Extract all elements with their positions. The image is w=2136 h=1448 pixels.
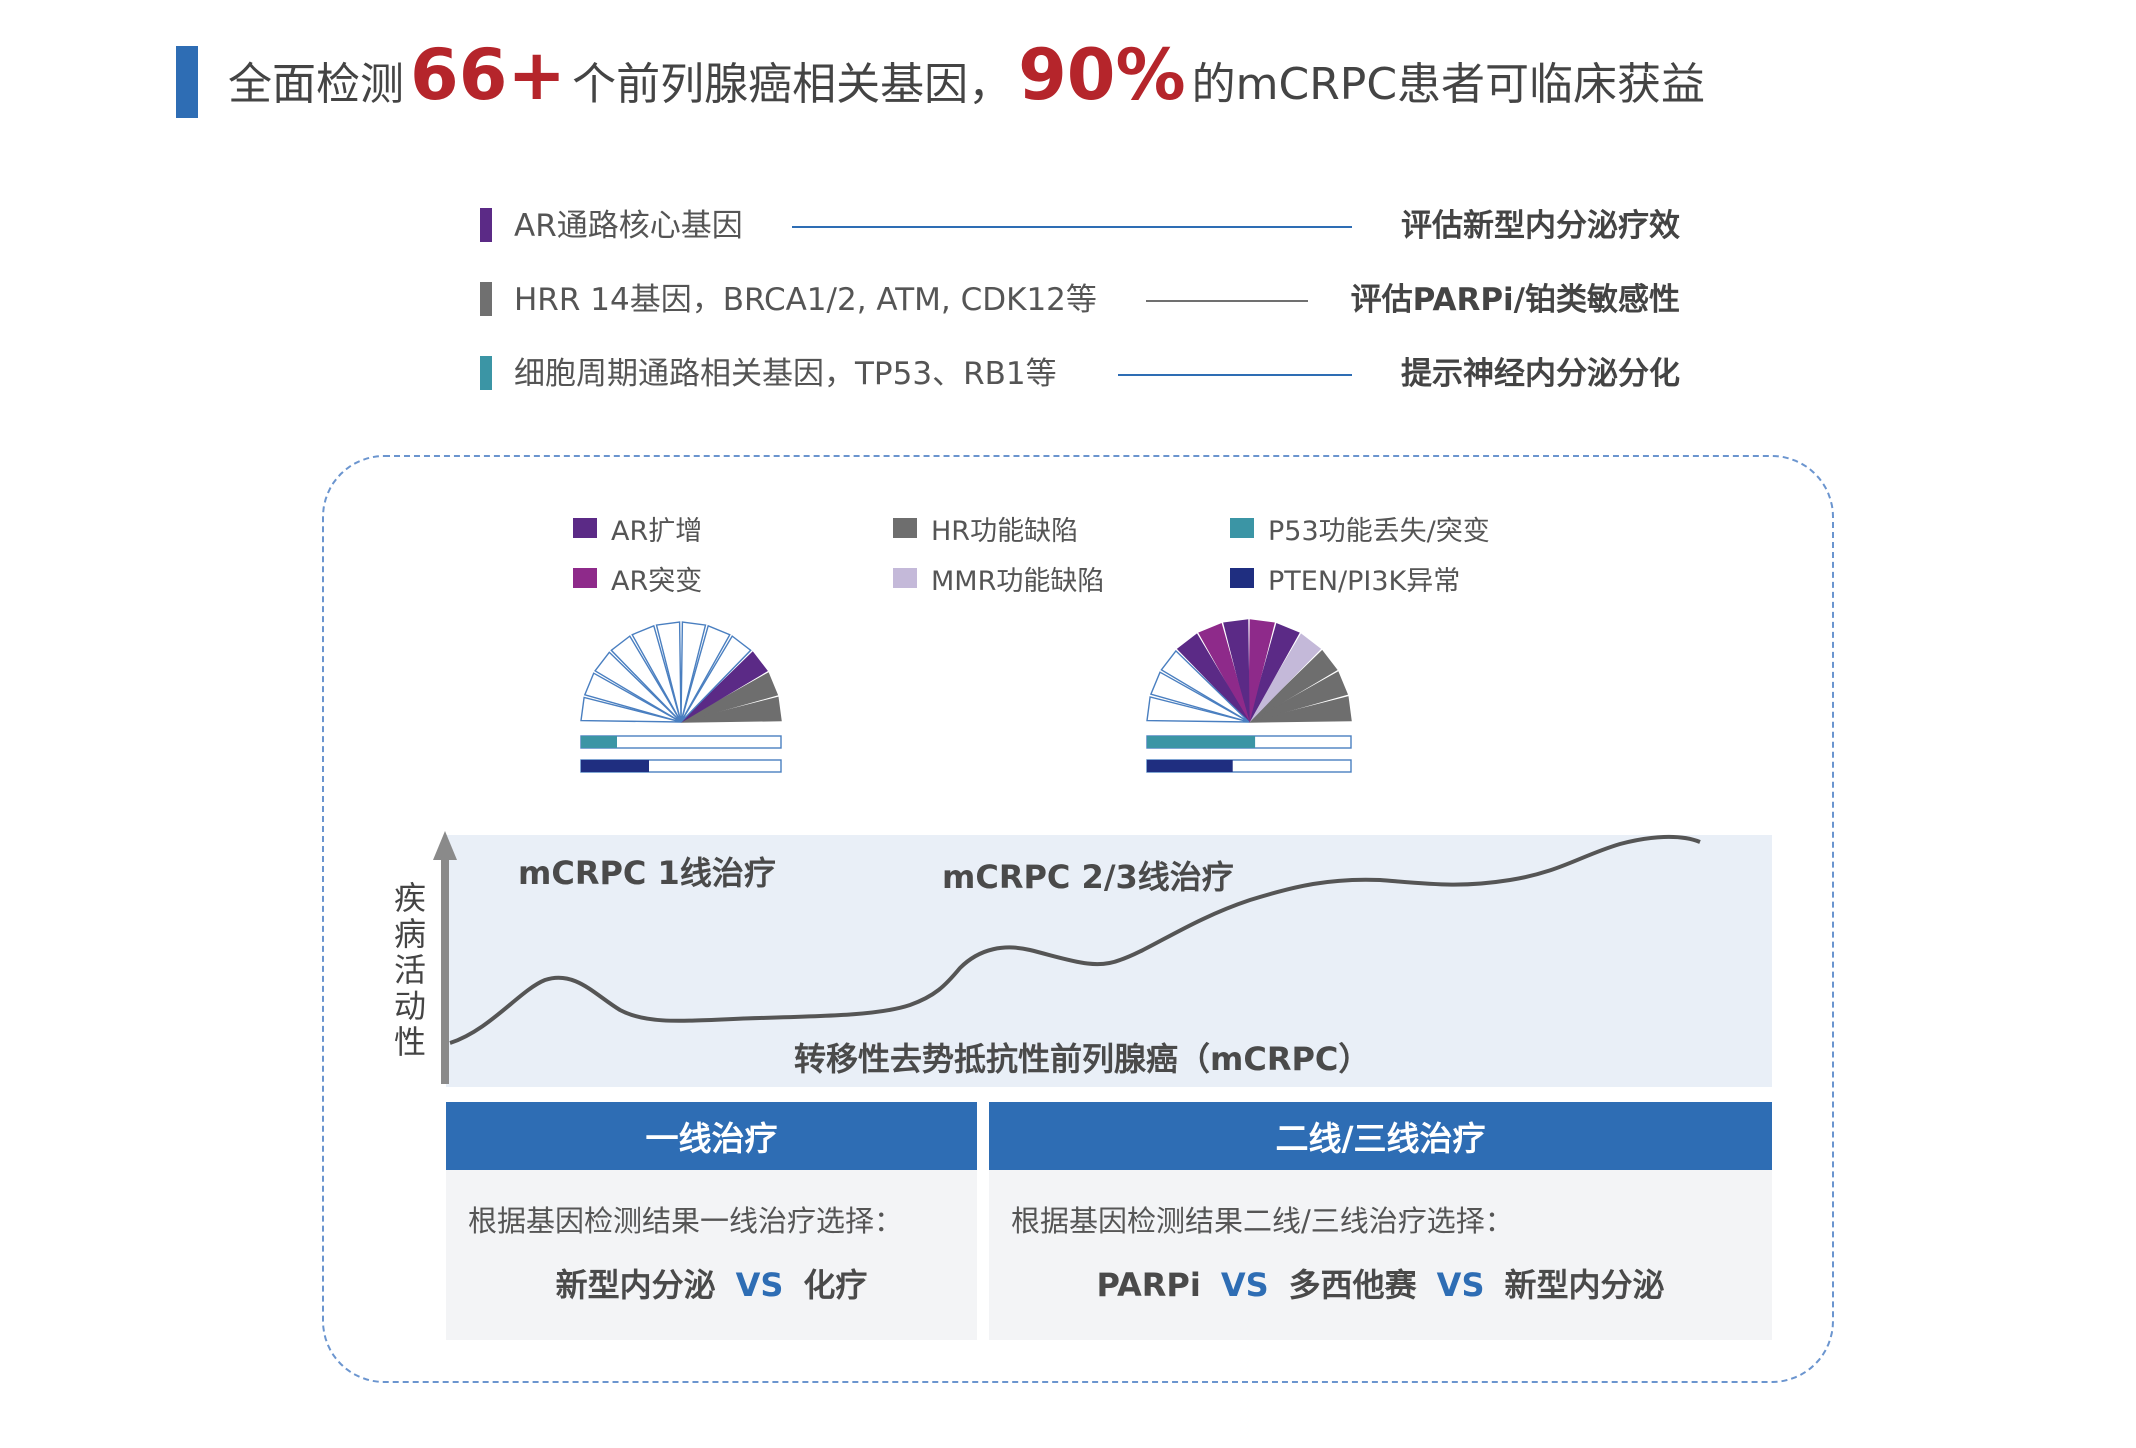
legend-item-hr: HR功能缺陷 (893, 508, 1078, 548)
content-panel (322, 455, 1834, 1383)
fan-wedge (680, 696, 782, 723)
fan-wedge (1248, 619, 1275, 723)
legend-item-ar-mut: AR突变 (573, 558, 702, 598)
first-line-options: 新型内分泌 VS 化疗 (446, 1260, 977, 1306)
gene-row-ar: AR通路核心基因 评估新型内分泌疗效 (480, 204, 1680, 248)
y-axis-arrowhead (433, 831, 457, 860)
legend-swatch (573, 518, 597, 538)
vs-label: VS (1436, 1266, 1485, 1304)
fan-wedge (1198, 622, 1250, 723)
vs-label: VS (1220, 1266, 1269, 1304)
gene-row-result: 提示神经内分泌分化 (1401, 356, 1680, 392)
disease-activity-curve (449, 834, 1701, 1045)
vs-label: VS (735, 1266, 784, 1304)
title-accent-bar (176, 46, 198, 118)
gene-row-marker (480, 208, 492, 242)
second-line-options: PARPi VS 多西他赛 VS 新型内分泌 (989, 1260, 1772, 1306)
legend-label: MMR功能缺陷 (931, 565, 1105, 597)
connector-line (1118, 374, 1352, 376)
gene-row-label: AR通路核心基因 (514, 208, 743, 244)
disease-label: 转移性去势抵抗性前列腺癌（mCRPC） (794, 1040, 1371, 1078)
gene-row-marker (480, 282, 492, 316)
page-title: 全面检测 66+ 个前列腺癌相关基因， 90% 的mCRPC患者可临床获益 (228, 34, 1705, 124)
fan-wedge (680, 624, 731, 723)
gene-row-marker (480, 356, 492, 390)
fan-wedge (1248, 649, 1338, 723)
legend-label: PTEN/PI3K异常 (1268, 565, 1461, 597)
second-line-header: 二线/三线治疗 (989, 1102, 1772, 1170)
fan-wedge (1146, 696, 1250, 723)
fan-wedge (594, 651, 682, 723)
title-part1: 全面检测 (228, 59, 404, 110)
p53-bar-fill (1147, 736, 1256, 748)
fan-wedge (680, 651, 768, 723)
legend-swatch (893, 518, 917, 538)
first-line-header: 一线治疗 (446, 1102, 977, 1170)
title-number-genes: 66+ (410, 34, 567, 116)
option-chemo: 化疗 (803, 1266, 868, 1304)
legend-item-pten: PTEN/PI3K异常 (1230, 558, 1460, 598)
second-line-panel: 根据基因检测结果二线/三线治疗选择： PARPi VS 多西他赛 VS 新型内分泌 (989, 1170, 1772, 1340)
fan-wedge (1248, 633, 1322, 723)
fan-wedge (1160, 649, 1250, 723)
legend-label: P53功能丢失/突变 (1268, 515, 1490, 547)
first-line-desc: 根据基因检测结果一线治疗选择： (468, 1204, 904, 1238)
connector-line (792, 226, 1352, 228)
fan-wedge (680, 672, 779, 723)
pten-bar-fill (1147, 760, 1233, 772)
gene-row-label: HRR 14基因，BRCA1/2, ATM, CDK12等 (514, 282, 1097, 318)
fan-wedge (1176, 633, 1250, 723)
option-docetaxel: 多西他赛 (1288, 1266, 1417, 1304)
disease-activity-graph (433, 831, 1701, 1084)
second-line-desc: 根据基因检测结果二线/三线治疗选择： (1011, 1204, 1514, 1238)
title-part3: 的mCRPC患者可临床获益 (1191, 59, 1706, 110)
legend-swatch (1230, 518, 1254, 538)
fan-wedge (631, 624, 682, 723)
fan-wedge (1248, 696, 1352, 723)
legend-swatch (573, 568, 597, 588)
p53-bar-fill (581, 736, 617, 748)
fan-wedge (610, 635, 682, 723)
title-number-percent: 90% (1018, 34, 1186, 116)
fan-wedge (680, 621, 707, 723)
title-part2: 个前列腺癌相关基因， (572, 59, 1013, 110)
legend-label: HR功能缺陷 (931, 515, 1079, 547)
stage2-label: mCRPC 2/3线治疗 (942, 858, 1234, 896)
disease-chart-area (446, 835, 1772, 1087)
y-axis-label: 疾病活动性 (393, 879, 426, 1061)
gene-row-result: 评估新型内分泌疗效 (1401, 208, 1680, 244)
fan-wedge (1223, 619, 1250, 723)
fan-wedge (1248, 622, 1300, 723)
gene-row-hrr: HRR 14基因，BRCA1/2, ATM, CDK12等 评估PARPi/铂类… (480, 278, 1680, 322)
gene-row-cell-cycle: 细胞周期通路相关基因，TP53、RB1等 提示神经内分泌分化 (480, 352, 1680, 396)
legend-item-ar-amp: AR扩增 (573, 508, 702, 548)
first-line-panel: 根据基因检测结果一线治疗选择： 新型内分泌 VS 化疗 (446, 1170, 977, 1340)
gene-row-label: 细胞周期通路相关基因，TP53、RB1等 (514, 356, 1057, 392)
legend-label: AR突变 (611, 565, 703, 597)
mutation-fan-graphics (580, 619, 1352, 773)
legend-swatch (893, 568, 917, 588)
legend-item-mmr: MMR功能缺陷 (893, 558, 1104, 598)
option-endocrine: 新型内分泌 (1504, 1266, 1665, 1304)
legend-label: AR扩增 (611, 515, 703, 547)
stage1-label: mCRPC 1线治疗 (518, 854, 776, 892)
fan-wedge (1149, 671, 1250, 723)
fan-wedge (655, 621, 682, 723)
legend-item-p53: P53功能丢失/突变 (1230, 508, 1490, 548)
fan-wedge (1248, 671, 1349, 723)
pten-bar-fill (581, 760, 649, 772)
gene-row-result: 评估PARPi/铂类敏感性 (1350, 282, 1680, 318)
connector-line (1146, 300, 1308, 302)
legend-swatch (1230, 568, 1254, 588)
y-axis-arrow (441, 858, 449, 1084)
option-parpi: PARPi (1096, 1266, 1201, 1304)
option-endocrine: 新型内分泌 (555, 1266, 716, 1304)
fan-wedge (580, 696, 682, 723)
fan-wedge (680, 635, 752, 723)
fan-wedge (583, 672, 682, 723)
